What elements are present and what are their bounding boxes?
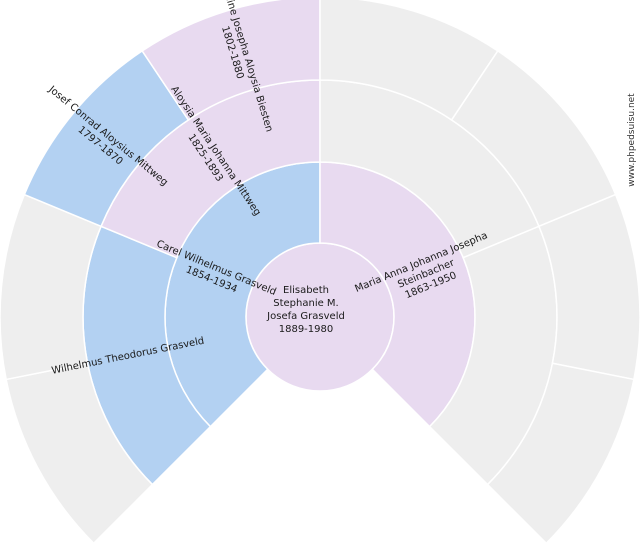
great-grandparent-segment-8[interactable] [486, 362, 635, 545]
great-grandparent-segment-4[interactable] [141, 0, 321, 121]
watermark-text: www.phpedsuisu.net [627, 93, 637, 187]
root-person-label-line: Elisabeth [283, 285, 329, 296]
root-person-label-line: 1889-1980 [279, 324, 334, 335]
root-person-label-line: Stephanie M. [273, 298, 339, 309]
root-person-label-line: Josefa Grasveld [266, 311, 345, 322]
